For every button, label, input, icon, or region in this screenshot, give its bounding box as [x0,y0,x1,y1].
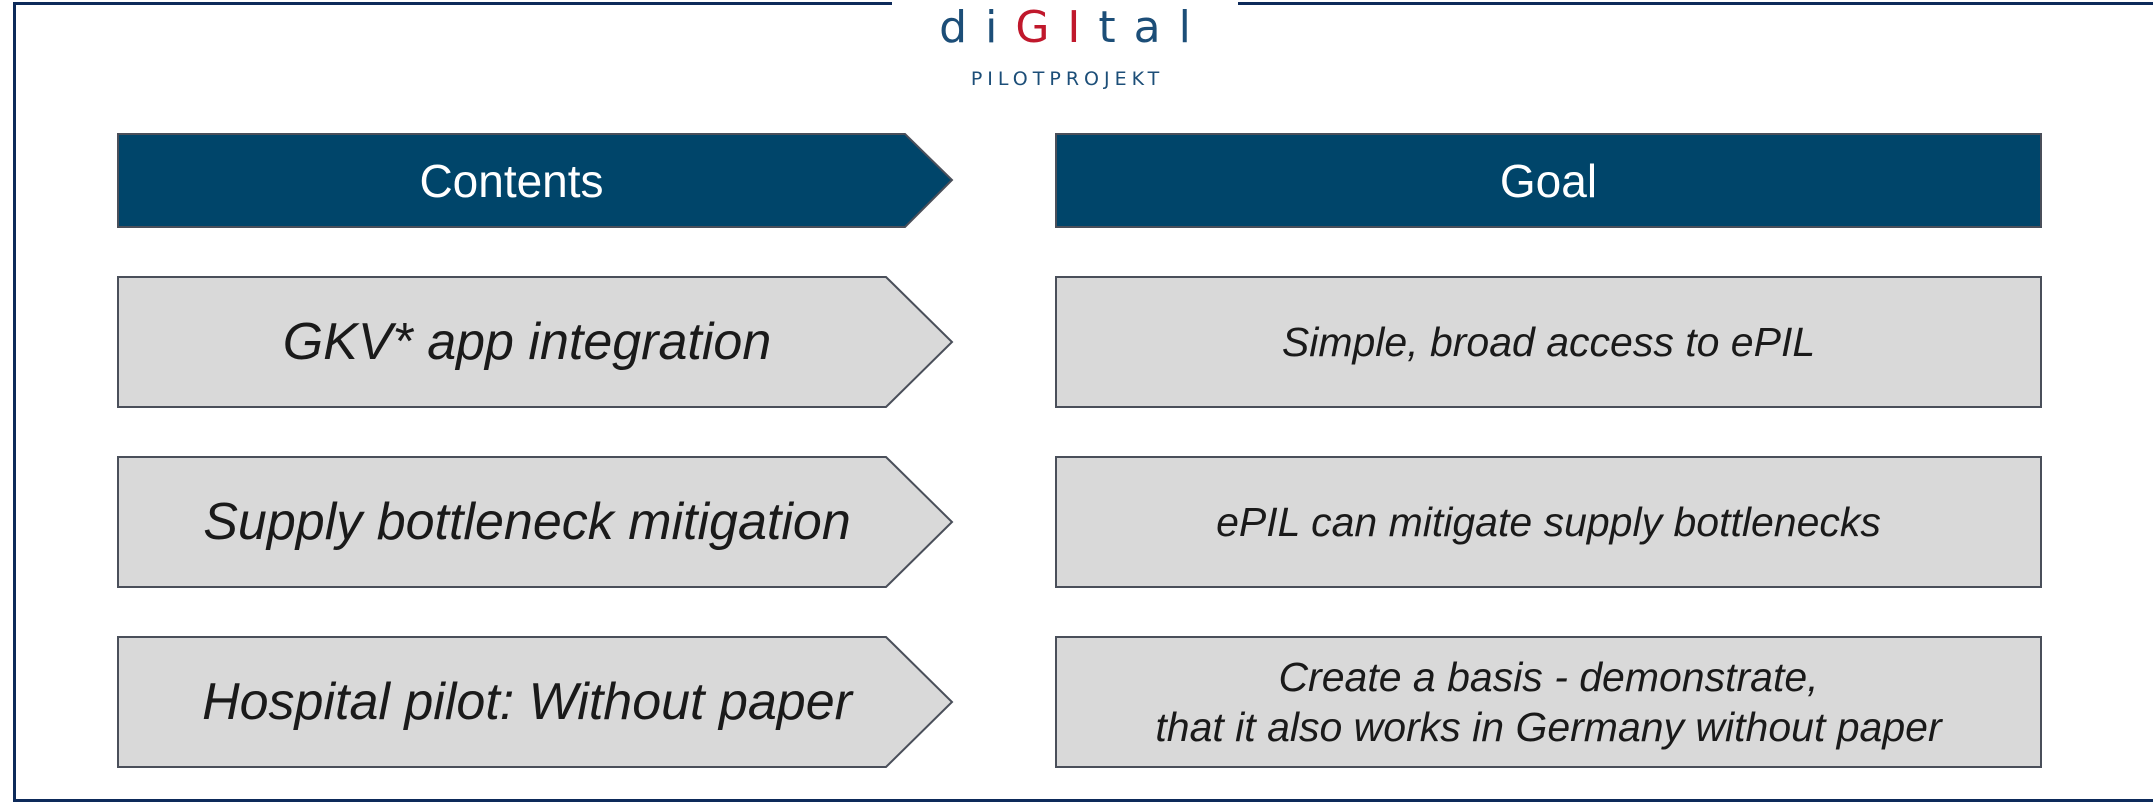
logo-wordmark: diGItal [939,2,1209,53]
content-label: Hospital pilot: Without paper [202,673,852,731]
contents-header-shape [117,133,954,228]
digital-logo: diGItal PILOTPROJEKT [892,0,1238,110]
content-arrow-shape [117,276,954,408]
goal-box-shape [1055,636,2042,768]
goal-box-3: Create a basis - demonstrate,that it als… [1055,636,2042,768]
goal-header-shape [1055,133,2042,228]
content-label: Supply bottleneck mitigation [203,493,851,551]
contents-header-label: Contents [419,154,604,207]
goal-label: ePIL can mitigate supply bottlenecks [1216,499,1881,545]
goal-label: Create a basis - demonstrate,that it als… [1155,654,1942,750]
content-arrow-1: GKV* app integration [117,276,954,408]
goal-header-label: Goal [1499,154,1598,207]
content-arrow-2: Supply bottleneck mitigation [117,456,954,588]
content-arrow-shape [117,636,954,768]
logo-subtitle: PILOTPROJEKT [970,68,1165,90]
goal-box-shape [1055,456,2042,588]
goal-box-1: Simple, broad access to ePIL [1055,276,2042,408]
contents-header: Contents [117,133,954,228]
goal-box-shape [1055,276,2042,408]
goal-label: Simple, broad access to ePIL [1281,319,1816,365]
goal-header: Goal [1055,133,2042,228]
goal-box-2: ePIL can mitigate supply bottlenecks [1055,456,2042,588]
content-arrow-3: Hospital pilot: Without paper [117,636,954,768]
content-label: GKV* app integration [282,313,772,371]
content-arrow-shape [117,456,954,588]
